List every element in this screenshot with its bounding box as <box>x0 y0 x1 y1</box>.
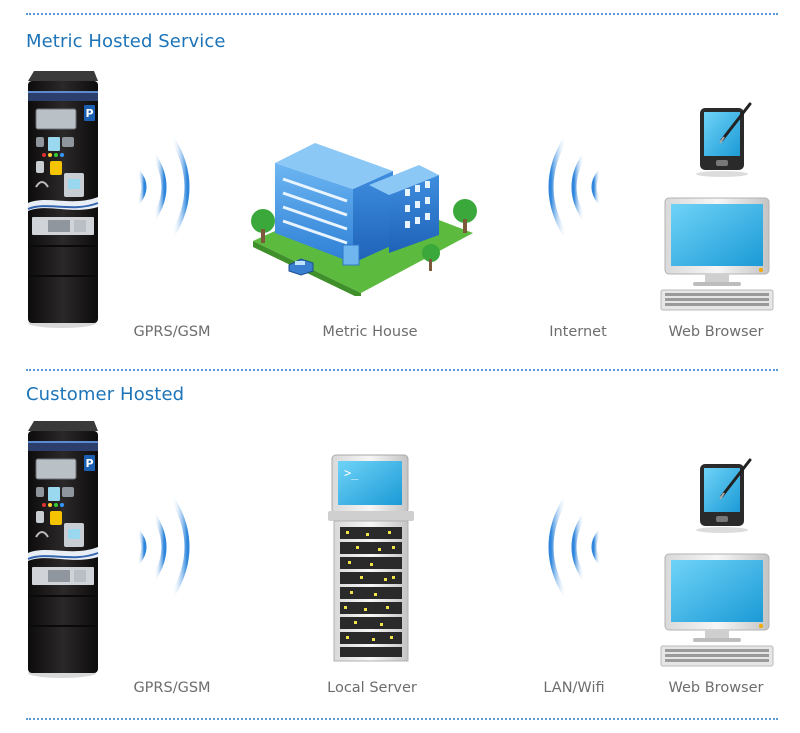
tablet-device-icon <box>692 456 762 536</box>
divider-top <box>26 13 778 15</box>
internet-signal-icon <box>528 132 608 242</box>
metric-house-building-icon <box>243 130 483 296</box>
label-gprs-gsm: GPRS/GSM <box>133 324 211 340</box>
tablet-device-icon <box>692 100 762 180</box>
meter-parking-sign: P <box>85 457 93 470</box>
label-web-browser: Web Browser <box>668 680 764 696</box>
section-title-customer-hosted: Customer Hosted <box>26 384 185 405</box>
parking-meter-icon: P <box>22 68 102 330</box>
server-prompt-text: >_ <box>344 466 359 480</box>
local-server-icon: >_ <box>326 453 416 663</box>
label-lan-wifi: LAN/Wifi <box>543 680 605 696</box>
wireless-signal-icon <box>130 492 210 602</box>
divider-middle <box>26 369 778 371</box>
divider-bottom <box>26 718 778 720</box>
desktop-computer-icon <box>657 194 777 314</box>
label-metric-house: Metric House <box>322 324 418 340</box>
label-internet: Internet <box>549 324 607 340</box>
parking-meter-icon: P <box>22 418 102 680</box>
desktop-computer-icon <box>657 550 777 670</box>
section-title-metric-hosted: Metric Hosted Service <box>26 31 226 52</box>
label-gprs-gsm: GPRS/GSM <box>133 680 211 696</box>
label-local-server: Local Server <box>327 680 417 696</box>
wireless-signal-icon <box>130 132 210 242</box>
meter-parking-sign: P <box>85 107 93 120</box>
lan-wifi-signal-icon <box>528 492 608 602</box>
label-web-browser: Web Browser <box>668 324 764 340</box>
